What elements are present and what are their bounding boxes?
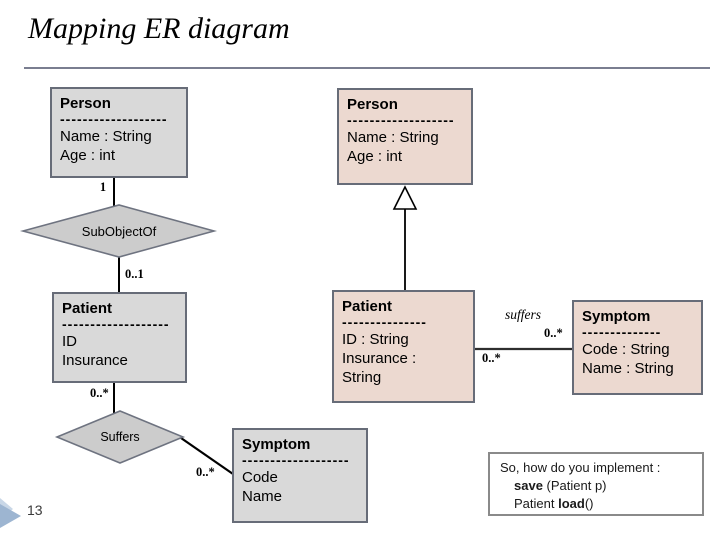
er-symptom-entity: Symptom ------------------- Code Name [232, 428, 368, 523]
uml-person-title: Person [347, 96, 398, 113]
er-person-separator: ------------------- [60, 113, 168, 127]
title-divider [24, 67, 710, 69]
er-patient-attr-insurance: Insurance [62, 352, 128, 369]
uml-patient-attr-insurance-type: String [342, 369, 382, 386]
mult-association-symptom-end: 0..* [544, 326, 563, 340]
uml-patient-title: Patient [342, 298, 393, 315]
er-symptom-title: Symptom [242, 436, 311, 453]
note-load-keyword: load [558, 496, 585, 512]
association-label-suffers: suffers [505, 307, 542, 322]
note-line-3-post: () [584, 496, 594, 512]
corner-decoration-triangle-icon [0, 504, 21, 528]
mult-suffers-symptom: 0..* [196, 465, 215, 479]
page-title: Mapping ER diagram [28, 12, 290, 45]
note-line-2: save (Patient p) [500, 477, 696, 495]
er-person-entity: Person ------------------- Name : String… [50, 87, 188, 178]
mult-patient-suffers: 0..* [90, 386, 109, 400]
er-symptom-attr-code: Code [242, 469, 278, 486]
uml-patient-attr-insurance: Insurance : [342, 350, 417, 367]
mult-association-patient-end: 0..* [482, 351, 501, 365]
er-person-attr-age: Age : int [60, 147, 116, 164]
mult-subobjectof-patient: 0..1 [125, 267, 144, 281]
er-symptom-separator: ------------------- [242, 454, 350, 468]
uml-symptom-title: Symptom [582, 308, 651, 325]
uml-symptom-separator: -------------- [582, 326, 662, 340]
uml-symptom-class: Symptom -------------- Code : String Nam… [572, 300, 703, 395]
note-line-3: Patient load() [500, 495, 696, 513]
inheritance-triangle-icon [392, 185, 418, 210]
uml-symptom-attr-name: Name : String [582, 360, 674, 377]
subobjectof-diamond [19, 204, 218, 258]
note-line-2-rest: (Patient p) [542, 478, 607, 494]
uml-person-attr-name: Name : String [347, 129, 439, 146]
uml-symptom-attr-code: Code : String [582, 341, 670, 358]
er-patient-title: Patient [62, 300, 113, 317]
uml-person-separator: ------------------- [347, 114, 455, 128]
er-person-attr-name: Name : String [60, 128, 152, 145]
suffers-diamond-label: Suffers [100, 430, 140, 444]
uml-person-class: Person ------------------- Name : String… [337, 88, 473, 185]
er-patient-separator: ------------------- [62, 318, 170, 332]
er-person-title: Person [60, 95, 111, 112]
note-line-1: So, how do you implement : [500, 460, 661, 475]
note-line-3-pre: Patient [514, 496, 559, 512]
subobjectof-diamond-label: SubObjectOf [81, 224, 157, 239]
er-patient-attr-id: ID [62, 333, 77, 350]
mult-person-subobjectof: 1 [99, 180, 107, 194]
implementation-note: So, how do you implement : save (Patient… [488, 452, 704, 516]
uml-patient-attr-id: ID : String [342, 331, 409, 348]
connector-suffers-symptom [180, 437, 234, 475]
uml-person-attr-age: Age : int [347, 148, 403, 165]
suffers-diamond [54, 410, 186, 464]
er-symptom-attr-name: Name [242, 488, 283, 505]
note-save-keyword: save [514, 478, 543, 494]
page-number: 13 [27, 502, 43, 518]
uml-patient-separator: --------------- [342, 316, 427, 330]
er-patient-entity: Patient ------------------- ID Insurance [52, 292, 187, 383]
uml-patient-class: Patient --------------- ID : String Insu… [332, 290, 475, 403]
